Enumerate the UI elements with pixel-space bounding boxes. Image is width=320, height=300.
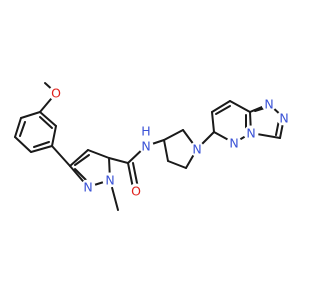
bond-pyrazole-c4-c5 (87, 149, 110, 159)
triazole-nitrogen-2: N (279, 111, 288, 126)
bond-phenyl-2 (14, 117, 22, 138)
amide-nitrogen: N (141, 139, 150, 154)
bond-phenyl-3 (14, 136, 32, 153)
bond-pyridazine-inner-1 (215, 105, 231, 115)
methoxy-oxygen: O (51, 86, 61, 101)
bridgehead-nitrogen: N (246, 126, 255, 141)
bond-pyridazine-3 (229, 100, 251, 113)
structure-svg: O N N O N H N N N N N (14, 82, 292, 211)
bond-pyrrolidine-5 (163, 139, 169, 162)
bond-phenyl-5 (51, 125, 57, 147)
bond-pyrrolidine-1 (163, 129, 184, 141)
pyrazole-nitrogen-2: N (83, 180, 92, 195)
bond-phenyl-1 (20, 111, 41, 119)
amide-hydrogen: H (141, 124, 150, 139)
bond-carbonyl-o-1 (127, 162, 134, 189)
bond-pyrazole-carbonyl (108, 157, 129, 164)
pyrazole-nitrogen-1: N (105, 173, 114, 188)
bond-phenyl-inner-3 (39, 116, 53, 129)
bond-phenyl-inner-2 (33, 141, 50, 148)
triazole-nitrogen-1: N (264, 97, 273, 112)
carbonyl-oxygen: O (131, 184, 141, 199)
pyridazine-nitrogen: N (229, 136, 238, 151)
bond-pyrazole-inner-1 (74, 154, 90, 166)
bond-pyrrolidine-4 (167, 160, 187, 169)
atom-layer: O N N O N H N N N N N (48, 85, 292, 199)
bond-pyrazole-c3-c4 (69, 149, 89, 167)
bond-pyridazine-1 (211, 111, 215, 133)
bond-phenyl-pyrazole (51, 145, 71, 167)
bond-phenyl-6 (39, 111, 57, 127)
molecule-diagram: O N N O N H N N N N N (14, 82, 292, 211)
bond-phenyl-inner-1 (19, 121, 26, 137)
pyrrolidine-nitrogen: N (192, 142, 201, 157)
bond-phenyl-4 (30, 145, 53, 153)
bond-pyridazine-2 (211, 100, 231, 113)
